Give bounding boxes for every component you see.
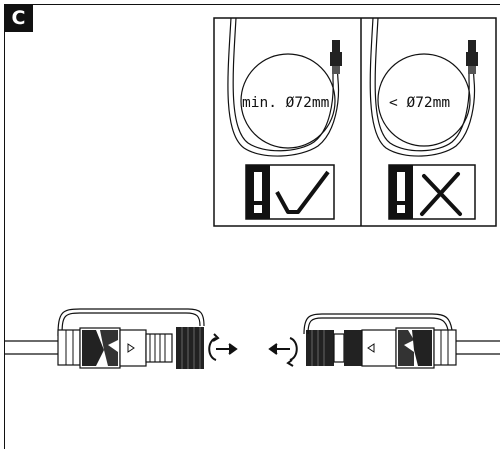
cable-loop-bad — [369, 17, 476, 157]
too-small-diameter-label: < Ø72mm — [389, 95, 450, 111]
figure-frame — [4, 4, 500, 449]
male-plug-body — [57, 327, 173, 369]
bend-radius-panel: min. Ø72mm < Ø72mm — [213, 17, 497, 227]
right-cable — [303, 313, 500, 355]
min-diameter-label: min. Ø72mm — [242, 95, 330, 111]
female-socket-body — [306, 327, 457, 369]
cable-loop-ok — [227, 17, 340, 157]
left-cable — [5, 308, 205, 355]
not-ok-symbol — [388, 164, 476, 220]
figure-tag: C — [4, 4, 33, 32]
connector-small-bad — [466, 40, 478, 74]
rotate-arrow-icon-right — [268, 337, 298, 367]
rotate-arrow-icon — [208, 333, 238, 361]
ok-symbol — [245, 164, 335, 220]
connector-small-ok — [330, 40, 342, 74]
locking-nut-left — [176, 327, 204, 369]
